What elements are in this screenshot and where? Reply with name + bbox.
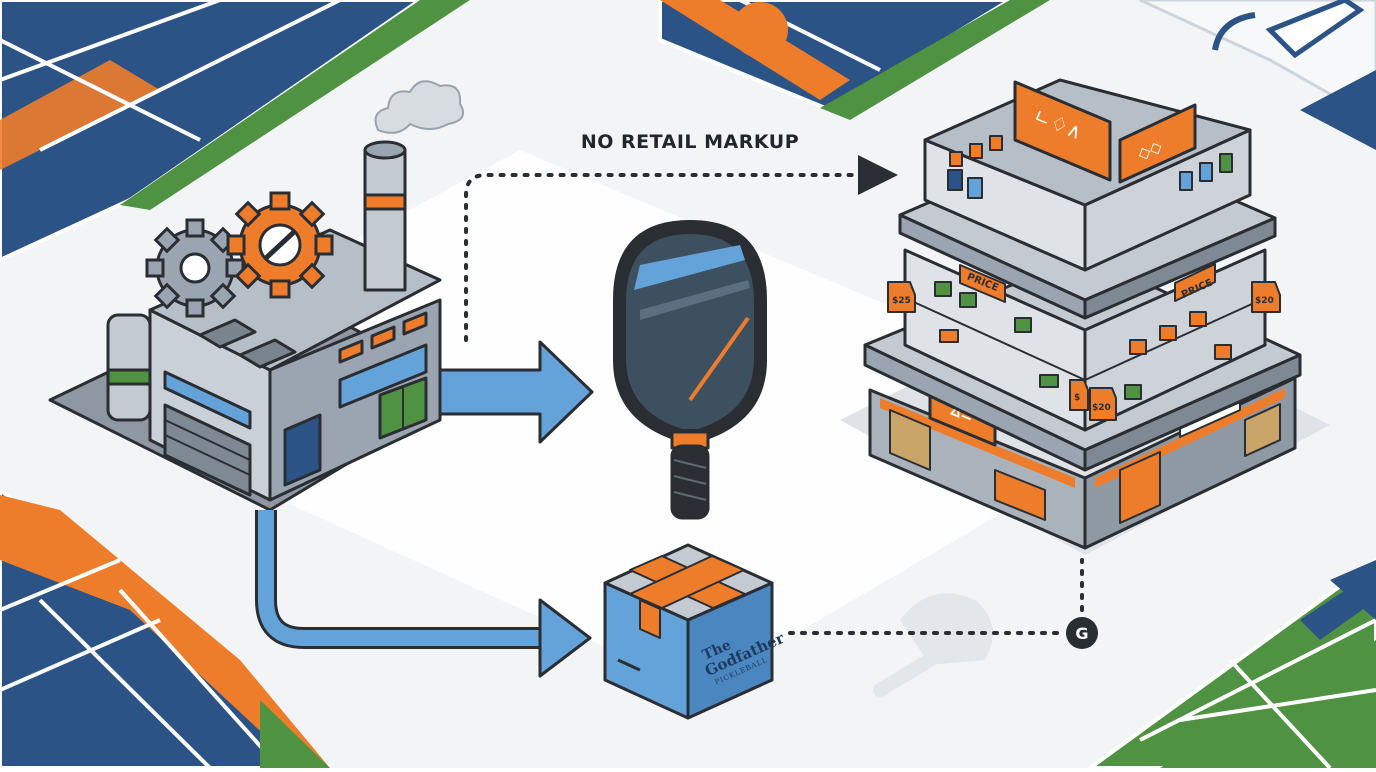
gear-icon — [228, 193, 332, 297]
store-price-tag-left: $25 — [892, 296, 911, 306]
store-price-tag-right: $20 — [1255, 296, 1274, 306]
brand-logo-icon: G — [1066, 617, 1098, 649]
store-price-tag-low-2: $20 — [1092, 403, 1111, 413]
gear-icon — [147, 220, 243, 316]
store-price-tag-low-1: $ — [1074, 393, 1080, 403]
brand-badge-letter: G — [1075, 624, 1088, 643]
no-retail-markup-caption: NO RETAIL MARKUP — [540, 131, 840, 153]
shipping-box-icon — [605, 545, 772, 718]
